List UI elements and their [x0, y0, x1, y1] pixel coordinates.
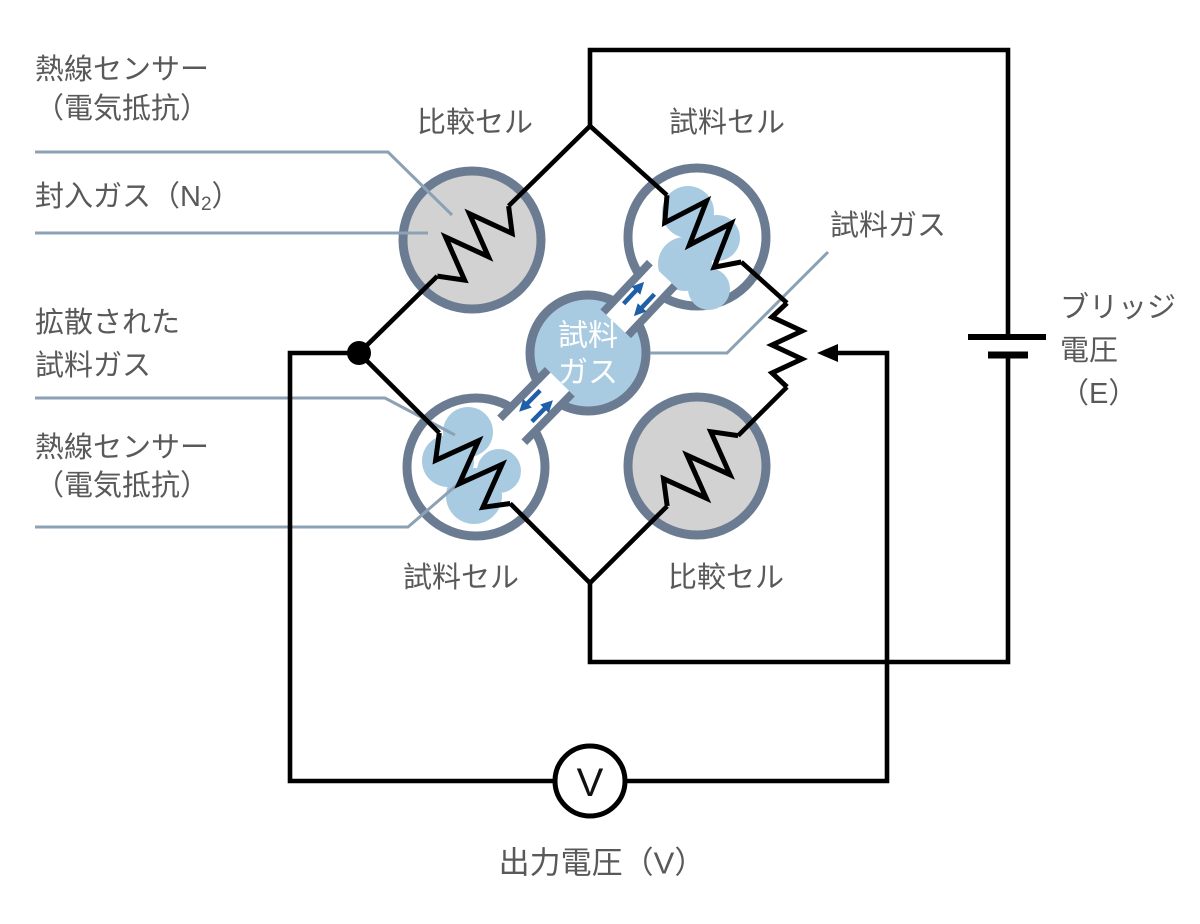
label-output-voltage: 出力電圧（V） [499, 846, 706, 881]
label-center-gas-line2: ガス [558, 357, 618, 390]
diffusion-arrow-icon [621, 287, 639, 306]
label-diffused-gas-line2: 試料ガス [35, 349, 151, 382]
gas-blob [688, 268, 730, 310]
label-hot-wire-sensor-bottom-line1: 熱線センサー [35, 431, 209, 464]
label-sealed-gas: 封入ガス（N2） [35, 180, 241, 215]
gas-blobs-top-right [658, 186, 740, 310]
label-bridge-voltage-line2: 電圧 [1060, 335, 1118, 367]
label-sealed-gas-suffix: ） [212, 181, 241, 213]
label-sample-gas-pointer: 試料ガス [830, 209, 946, 242]
channel-gap [603, 262, 675, 336]
diffusion-channel-bottom [497, 367, 575, 445]
leader-hot-wire-top [35, 150, 454, 217]
comparison-cell-bottom-right [623, 392, 771, 540]
diffusion-arrowhead-icon [519, 399, 532, 412]
wire-edge-bottom-left [357, 351, 441, 435]
wire-rail-top [587, 47, 1011, 334]
leader-hot-wire-bottom [35, 475, 467, 529]
label-hot-wire-sensor-top-line2: （電気抵抗） [35, 92, 209, 125]
channel-wall [497, 367, 551, 422]
resistor-top-left [436, 205, 516, 284]
wire-edge-bottom-right [588, 504, 669, 585]
channel-wall [625, 283, 678, 339]
channel-gap [500, 369, 572, 443]
label-hot-wire-sensor-bottom-line2: （電気抵抗） [35, 469, 209, 502]
voltmeter-icon [552, 743, 628, 819]
label-cell-top-right: 試料セル [669, 106, 785, 139]
diffusion-arrow-icon [530, 405, 548, 424]
wire-rail-wiper [624, 350, 890, 784]
wiper-arrowhead-icon [817, 344, 838, 362]
diffusion-arrowhead-icon [631, 281, 645, 295]
label-sealed-gas-prefix: 封入ガス（N [35, 180, 201, 213]
wire-rail-left [287, 350, 556, 784]
diffusion-arrow-icon [524, 388, 542, 407]
channel-wall [521, 390, 575, 445]
battery-icon [968, 334, 1046, 359]
wire-edge-top-left [506, 124, 592, 208]
wire-rail-bottom [587, 358, 1011, 665]
resistor-top-right [661, 194, 742, 271]
junction-node [347, 341, 371, 365]
variable-resistor [766, 301, 808, 389]
diffusion-arrow-icon [639, 292, 657, 311]
resistor-bottom-left [432, 432, 511, 511]
label-center-gas-line1: 試料 [558, 320, 618, 353]
resistor-bottom-right [660, 428, 739, 507]
wire-edge-top-left [357, 274, 439, 355]
label-cell-bottom-left: 試料セル [403, 561, 519, 594]
voltmeter-label: V [577, 761, 604, 805]
diffusion-arrowhead-icon [540, 400, 553, 413]
channel-wall [600, 259, 653, 315]
label-cell-bottom-right: 比較セル [668, 561, 784, 594]
comparison-cell-top-left [398, 166, 546, 314]
wire-edge-bottom-right [736, 385, 789, 438]
wire-edge-top-right [588, 124, 669, 197]
label-bridge-voltage-line3: （E） [1060, 378, 1137, 410]
diffusion-arrowhead-icon [633, 303, 647, 317]
wire-edge-top-right [739, 260, 789, 305]
label-sealed-gas-subscript: 2 [201, 194, 212, 215]
leader-sample-gas [650, 250, 830, 355]
label-bridge-voltage-line1: ブリッジ [1060, 291, 1176, 324]
label-diffused-gas-line1: 拡散された [35, 306, 180, 339]
wire-edge-bottom-left [508, 501, 592, 585]
label-cell-top-left: 比較セル [417, 106, 533, 139]
label-hot-wire-sensor-top-line1: 熱線センサー [35, 53, 209, 86]
sample-cell-bottom-left [402, 393, 550, 541]
diffusion-channel-top [600, 259, 678, 339]
leader-diffused-gas [35, 396, 456, 437]
